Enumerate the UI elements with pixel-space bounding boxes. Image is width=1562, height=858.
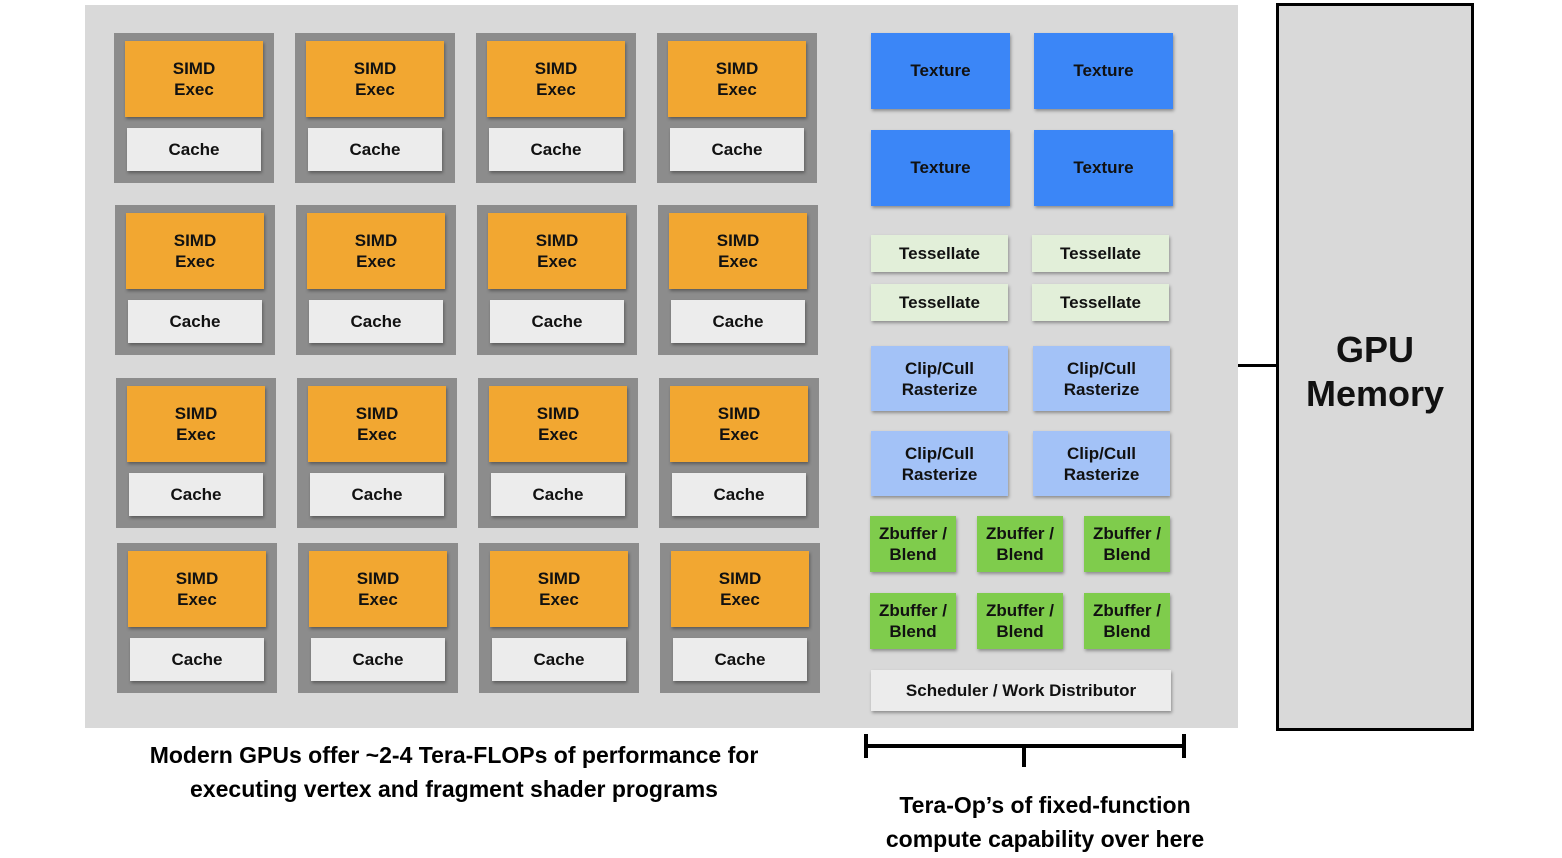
cache-unit: Cache <box>310 473 444 516</box>
gpu-memory-label: GPU Memory <box>1305 329 1445 414</box>
cache-unit: Cache <box>128 300 262 343</box>
bracket-right-end <box>1182 734 1186 758</box>
cache-unit: Cache <box>489 128 623 171</box>
cache-unit: Cache <box>491 473 625 516</box>
simd-exec-unit: SIMD Exec <box>127 386 265 462</box>
scheduler-work-distributor: Scheduler / Work Distributor <box>871 670 1171 711</box>
cache-unit: Cache <box>309 300 443 343</box>
clip-cull-rasterize-unit: Clip/Cull Rasterize <box>871 346 1008 411</box>
zbuffer-blend-unit: Zbuffer / Blend <box>1084 593 1170 649</box>
cache-unit: Cache <box>311 638 445 681</box>
texture-unit: Texture <box>1034 33 1173 109</box>
simd-exec-unit: SIMD Exec <box>490 551 628 627</box>
simd-exec-unit: SIMD Exec <box>487 41 625 117</box>
cache-unit: Cache <box>672 473 806 516</box>
fixed-function-caption: Tera-Op’s of fixed-function compute capa… <box>885 792 1205 852</box>
cache-unit: Cache <box>671 300 805 343</box>
simd-exec-unit: SIMD Exec <box>309 551 447 627</box>
simd-exec-unit: SIMD Exec <box>126 213 264 289</box>
tessellate-unit: Tessellate <box>1032 284 1169 321</box>
clip-cull-rasterize-unit: Clip/Cull Rasterize <box>1033 346 1170 411</box>
cache-unit: Cache <box>308 128 442 171</box>
simd-exec-unit: SIMD Exec <box>669 213 807 289</box>
simd-exec-unit: SIMD Exec <box>306 41 444 117</box>
zbuffer-blend-unit: Zbuffer / Blend <box>1084 516 1170 572</box>
simd-exec-unit: SIMD Exec <box>489 386 627 462</box>
zbuffer-blend-unit: Zbuffer / Blend <box>977 516 1063 572</box>
zbuffer-blend-unit: Zbuffer / Blend <box>870 593 956 649</box>
cache-unit: Cache <box>129 473 263 516</box>
bracket-left-end <box>864 734 868 758</box>
cache-unit: Cache <box>670 128 804 171</box>
zbuffer-blend-unit: Zbuffer / Blend <box>870 516 956 572</box>
zbuffer-blend-unit: Zbuffer / Blend <box>977 593 1063 649</box>
tessellate-unit: Tessellate <box>1032 235 1169 272</box>
cache-unit: Cache <box>130 638 264 681</box>
texture-unit: Texture <box>871 130 1010 206</box>
simd-exec-unit: SIMD Exec <box>488 213 626 289</box>
cache-unit: Cache <box>490 300 624 343</box>
cache-unit: Cache <box>492 638 626 681</box>
tessellate-unit: Tessellate <box>871 284 1008 321</box>
memory-connector-line <box>1238 364 1278 367</box>
cache-unit: Cache <box>673 638 807 681</box>
simd-exec-unit: SIMD Exec <box>668 41 806 117</box>
simd-exec-unit: SIMD Exec <box>308 386 446 462</box>
cache-unit: Cache <box>127 128 261 171</box>
gpu-memory-block: GPU Memory <box>1276 3 1474 731</box>
simd-exec-unit: SIMD Exec <box>670 386 808 462</box>
clip-cull-rasterize-unit: Clip/Cull Rasterize <box>1033 431 1170 496</box>
simd-exec-unit: SIMD Exec <box>128 551 266 627</box>
simd-exec-unit: SIMD Exec <box>125 41 263 117</box>
bracket-stem <box>1022 746 1026 767</box>
simd-exec-unit: SIMD Exec <box>671 551 809 627</box>
texture-unit: Texture <box>871 33 1010 109</box>
simd-exec-unit: SIMD Exec <box>307 213 445 289</box>
clip-cull-rasterize-unit: Clip/Cull Rasterize <box>871 431 1008 496</box>
tessellate-unit: Tessellate <box>871 235 1008 272</box>
shader-performance-caption: Modern GPUs offer ~2-4 Tera-FLOPs of per… <box>149 742 759 802</box>
texture-unit: Texture <box>1034 130 1173 206</box>
